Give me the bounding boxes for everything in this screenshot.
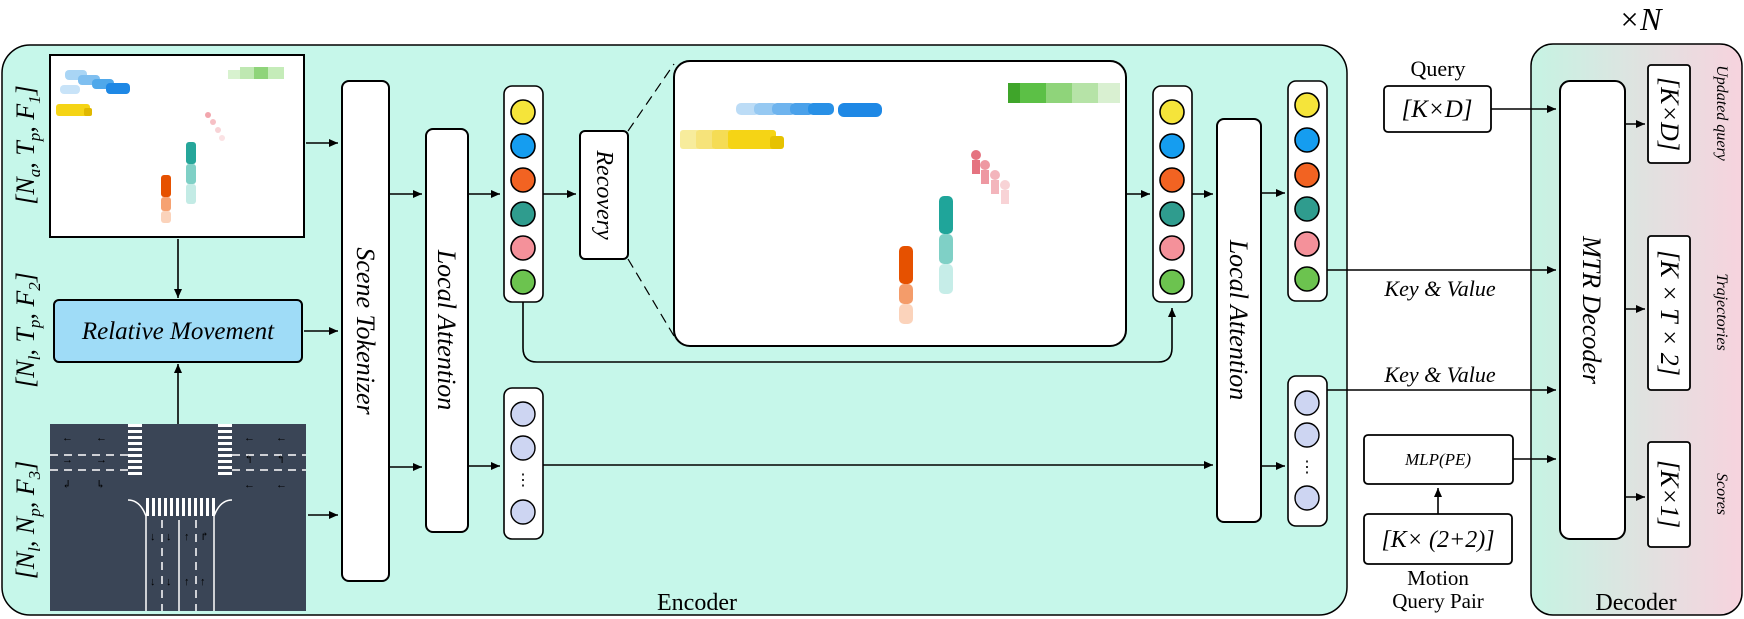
- svg-text:↓: ↓: [166, 576, 172, 588]
- input-label-map: [Nl, Np, F3]: [11, 461, 44, 580]
- svg-text:→: →: [96, 454, 107, 466]
- recovery-box: [579, 130, 629, 260]
- mlp-pe-label: MLP(PE): [1404, 450, 1471, 469]
- repeat-n-label: ×N: [1619, 1, 1664, 37]
- yellow-truck-icon: [56, 104, 92, 116]
- mtr-decoder-box: [1559, 80, 1626, 540]
- svg-text:↱: ↱: [200, 531, 209, 543]
- green-truck-icon: [228, 67, 284, 79]
- local-attention-2-box: [1216, 118, 1262, 523]
- crosswalk-top-right: [218, 424, 232, 475]
- agents-scene-image: [49, 54, 305, 238]
- motion-query-label-2: Query Pair: [1392, 589, 1484, 613]
- key-value-label-1: Key & Value: [1383, 276, 1495, 301]
- svg-text:←: ←: [276, 479, 287, 491]
- output-scores-box-label: [K×1]: [1655, 460, 1684, 528]
- output-updated-query-box: [1647, 64, 1691, 164]
- yellow-truck-icon: [680, 130, 784, 149]
- svg-text:[Nl, Tp, F2]: [Nl, Tp, F2]: [11, 272, 44, 388]
- map-token-column-2: ⋮: [1287, 375, 1328, 527]
- svg-text:↑: ↑: [184, 576, 190, 588]
- svg-text:↰: ↰: [244, 454, 253, 466]
- token-orange: [510, 167, 536, 193]
- scene-tokenizer-label: Scene Tokenizer: [351, 247, 380, 415]
- token-yellow: [510, 99, 536, 125]
- mtr-decoder-label: MTR Decoder: [1577, 235, 1606, 385]
- skip-connection-arrow: [522, 302, 1176, 363]
- crosswalk-bottom: [146, 498, 215, 516]
- svg-text:↳: ↳: [96, 479, 105, 491]
- output-trajectories-box-label: [K × T × 2]: [1655, 250, 1684, 376]
- ellipsis: ⋮: [1299, 459, 1315, 476]
- motion-query-box-label: [K× (2+2)]: [1381, 527, 1494, 553]
- input-label-lidar: [Nl, Tp, F2]: [11, 272, 44, 388]
- orange-car-icon: [161, 175, 171, 223]
- ellipsis: ⋮: [515, 472, 531, 489]
- teal-car-icon: [939, 196, 953, 294]
- agent-token-column-3: [1287, 80, 1328, 302]
- output-trajectories-box: [1647, 235, 1691, 391]
- svg-text:↰: ↰: [276, 454, 285, 466]
- relative-movement-label: Relative Movement: [81, 318, 275, 345]
- svg-text:→: →: [62, 454, 73, 466]
- blue-car-icon: [60, 70, 130, 94]
- recovered-scene-image: [673, 60, 1127, 347]
- token-teal: [510, 201, 536, 227]
- pedestrian-icon: [205, 112, 225, 141]
- svg-text:←: ←: [96, 432, 107, 444]
- crosswalk-top-left: [128, 424, 142, 475]
- svg-text:←: ←: [244, 432, 255, 444]
- local-attention-1-label: Local Attention: [432, 249, 461, 411]
- svg-text:↑: ↑: [200, 576, 206, 588]
- orange-car-icon: [899, 246, 913, 324]
- token-green: [510, 269, 536, 295]
- svg-text:↲: ↲: [62, 479, 71, 491]
- agent-token-column-1: [503, 85, 544, 303]
- blue-car-icon: [736, 103, 882, 117]
- map-token-column-1: ⋮: [503, 387, 544, 540]
- recovery-label: Recovery: [591, 149, 617, 240]
- key-value-label-2: Key & Value: [1383, 362, 1495, 387]
- svg-text:↑: ↑: [184, 531, 190, 543]
- encoder-label: Encoder: [657, 590, 737, 616]
- local-attention-2-label: Local Attention: [1224, 239, 1253, 401]
- svg-text:↓: ↓: [150, 531, 156, 543]
- svg-text:←: ←: [276, 432, 287, 444]
- svg-text:←: ←: [244, 479, 255, 491]
- svg-text:←: ←: [62, 432, 73, 444]
- output-trajectories-label: Trajectories: [1713, 273, 1730, 350]
- svg-text:[Nl, Np, F3]: [Nl, Np, F3]: [11, 461, 44, 580]
- token-blue: [510, 133, 536, 159]
- teal-car-icon: [186, 142, 196, 204]
- green-truck-icon: [1008, 83, 1120, 103]
- local-attention-1-box: [425, 128, 469, 533]
- pedestrian-icon: [971, 150, 1010, 204]
- output-updated-query-box-label: [K×D]: [1655, 77, 1684, 151]
- token-pink: [510, 235, 536, 261]
- decoder-label: Decoder: [1595, 590, 1676, 616]
- motion-query-label-1: Motion: [1407, 566, 1469, 590]
- scene-tokenizer-box: [341, 80, 390, 582]
- relative-movement-box: [53, 299, 303, 363]
- svg-text:↓: ↓: [150, 576, 156, 588]
- output-scores-box: [1647, 441, 1691, 548]
- query-box-label: [K×D]: [1401, 96, 1472, 123]
- output-scores-label: Scores: [1713, 473, 1730, 515]
- agent-token-column-2: [1152, 85, 1193, 303]
- input-label-agents: [Na, Tp, F1]: [11, 85, 44, 204]
- map-scene-image: ← ← ← ← → → ↰ ↰ ↲ ↳ ← ← ↓ ↓ ↑ ↱ ↓ ↓ ↑ ↑: [50, 424, 306, 611]
- svg-text:↓: ↓: [166, 531, 172, 543]
- output-updated-query-label: Updated query: [1713, 65, 1730, 161]
- query-label: Query: [1411, 56, 1466, 81]
- svg-text:[Na, Tp, F1]: [Na, Tp, F1]: [11, 85, 44, 204]
- lane-arrow-icons: ← ← ← ← → → ↰ ↰ ↲ ↳ ← ← ↓ ↓ ↑ ↱ ↓ ↓ ↑ ↑: [62, 432, 287, 588]
